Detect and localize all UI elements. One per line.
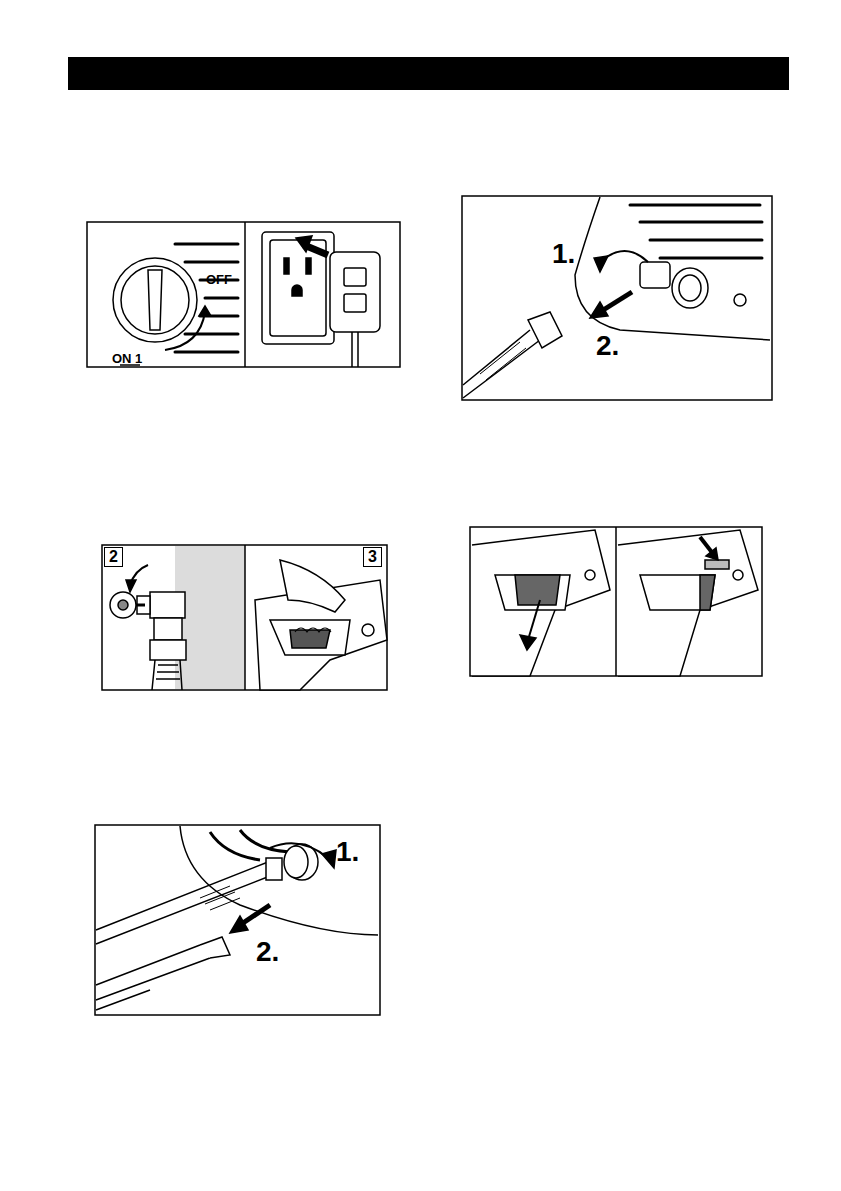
header-bar	[68, 57, 789, 90]
step-number: 2	[104, 547, 123, 567]
hose-disconnect-panel	[95, 825, 380, 1015]
callout-number: 1.	[552, 240, 575, 268]
trigger-lock-panel	[470, 527, 762, 676]
switch-label: OFF	[206, 273, 232, 286]
callout-number: 1.	[336, 838, 359, 866]
step-number: 3	[363, 547, 382, 567]
callout-number: 2.	[256, 938, 279, 966]
switch-label: ON 1	[112, 352, 142, 365]
callout-number: 2.	[596, 332, 619, 360]
switch-unplug-panel	[87, 222, 400, 367]
supply-disconnect-panel	[462, 196, 772, 400]
faucet-trigger-panel	[102, 545, 387, 690]
